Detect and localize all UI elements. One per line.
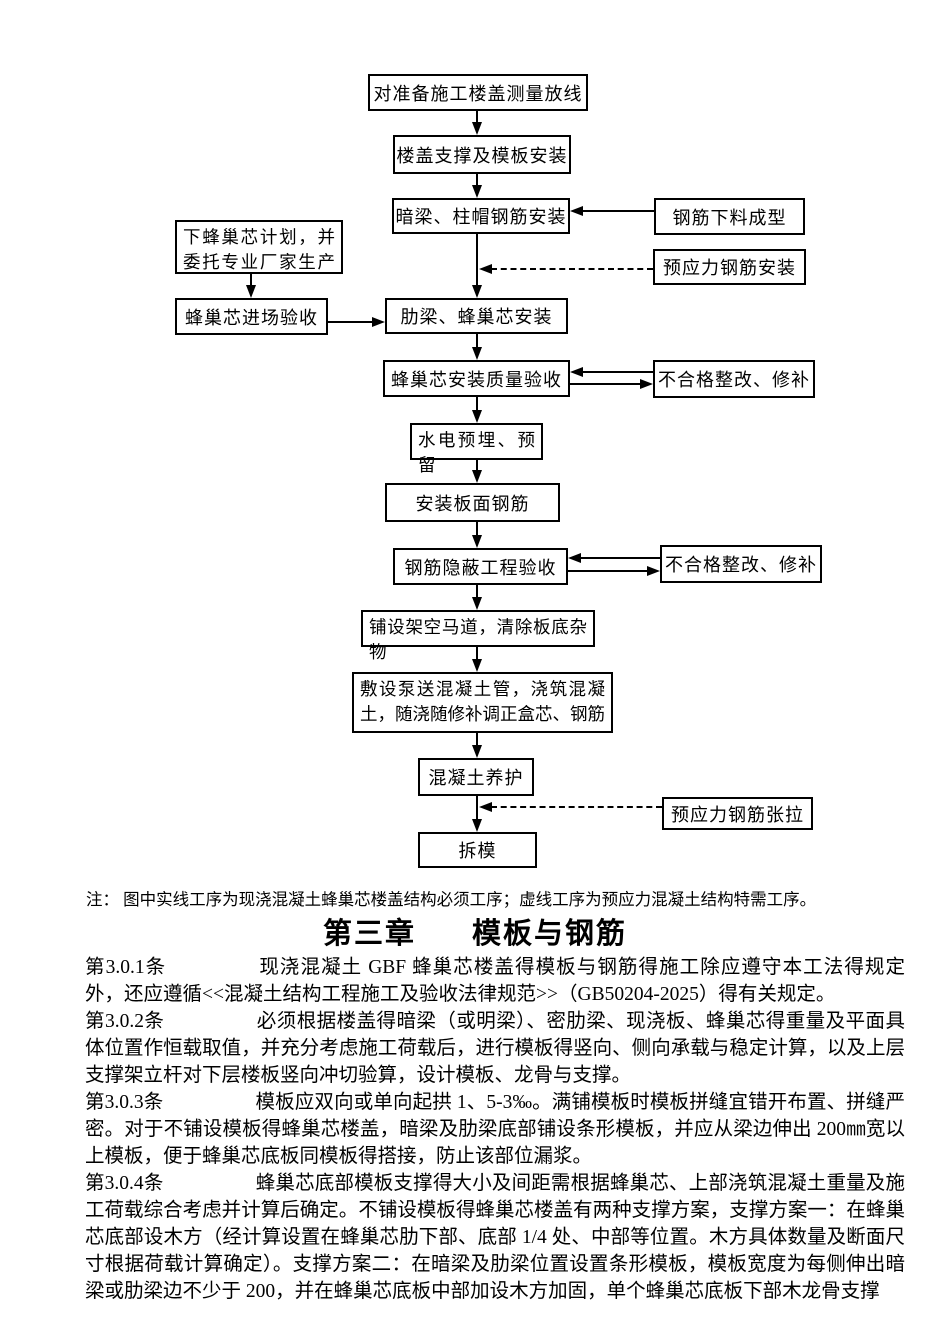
arrow-rework1-to-quality-line: [582, 371, 653, 373]
arrow-prestress-install-dashed-line: [491, 268, 653, 270]
arrow-ribcore-to-quality-head: [472, 347, 482, 360]
clause-3-0-2: 第3.0.2条必须根据楼盖得暗梁（或明梁）、密肋梁、现浇板、蜂巢芯得重量及平面具…: [85, 1008, 905, 1089]
arrow-walkway-to-pump-head: [472, 659, 482, 672]
flow-box-core-order-plan: 下蜂巢芯计划，并 委托专业厂家生产: [175, 220, 343, 274]
arrow-quality-to-mep-line: [476, 397, 478, 411]
clause-3-0-3: 第3.0.3条模板应双向或单向起拱 1、5-3‰。满铺模板时模板拼缝宜错开布置、…: [85, 1089, 905, 1170]
arrow-rework1-to-quality-head: [570, 367, 583, 377]
flow-box-concrete-curing: 混凝土养护: [418, 758, 534, 796]
arrow-mep-to-slabrebar-line: [476, 460, 478, 472]
arrow-pump-to-curing-line: [476, 733, 478, 746]
arrow-survey-to-support-line: [476, 111, 478, 123]
flow-box-pump-pour: 敷设泵送混凝土管，浇筑混凝 土，随浇随修补调正盒芯、钢筋: [352, 672, 613, 733]
arrow-support-to-beamrebar-head: [472, 185, 482, 198]
clause-label: 第3.0.3条: [85, 1092, 164, 1113]
arrow-plan-to-acceptance-head: [246, 285, 256, 298]
flow-box-walkway-clean: 铺设架空马道，清除板底杂 物: [361, 610, 595, 662]
clause-3-0-4: 第3.0.4条蜂巢芯底部模板支撑得大小及间距需根据蜂巢芯、上部浇筑混凝土重量及施…: [85, 1170, 905, 1305]
clause-3-0-1: 第3.0.1条现浇混凝土 GBF 蜂巢芯楼盖得模板与钢筋得施工除应遵守本工法得规…: [85, 954, 905, 1008]
flow-box-core-quality-acceptance: 蜂巢芯安装质量验收: [383, 360, 570, 397]
arrow-survey-to-support-head: [472, 122, 482, 135]
arrow-prestress-install-dashed-head: [479, 264, 492, 274]
flow-box-core-site-acceptance: 蜂巢芯进场验收: [175, 298, 328, 335]
arrow-hidden-to-rework2-head: [647, 566, 660, 576]
chapter-title: 模板与钢筋: [472, 918, 628, 950]
flow-box-survey: 对准备施工楼盖测量放线: [368, 74, 588, 111]
clause-label: 第3.0.4条: [85, 1173, 164, 1194]
arrow-slabrebar-to-hidden-head: [472, 535, 482, 548]
clause-body: 第3.0.1条现浇混凝土 GBF 蜂巢芯楼盖得模板与钢筋得施工除应遵守本工法得规…: [85, 954, 905, 1305]
clause-text: 蜂巢芯底部模板支撑得大小及间距需根据蜂巢芯、上部浇筑混凝土重量及施工荷载综合考虑…: [85, 1173, 905, 1302]
flow-box-slab-rebar-install: 安装板面钢筋: [385, 483, 560, 522]
flow-box-beam-cap-rebar: 暗梁、柱帽钢筋安装: [392, 198, 570, 234]
flow-box-prestress-tension: 预应力钢筋张拉: [662, 797, 813, 830]
flow-box-rebar-hidden-acceptance: 钢筋隐蔽工程验收: [393, 548, 568, 585]
flow-box-rebar-cutting: 钢筋下料成型: [654, 198, 805, 235]
arrow-pump-to-curing-head: [472, 745, 482, 758]
arrow-rework2-to-hidden-head: [568, 553, 581, 563]
flow-box-rib-core-install: 肋梁、蜂巢芯安装: [385, 298, 568, 334]
arrow-curing-to-demold-head: [472, 819, 482, 832]
arrow-prestress-tension-dashed-line: [491, 806, 662, 808]
chapter-number: 第三章: [322, 918, 416, 950]
arrow-hidden-to-rework2-line: [568, 570, 647, 572]
arrow-ribcore-to-quality-line: [476, 334, 478, 348]
flowchart-note: 注： 图中实线工序为现浇混凝土蜂巢芯楼盖结构必须工序；虚线工序为预应力混凝土结构…: [86, 890, 817, 909]
clause-label: 第3.0.2条: [85, 1011, 165, 1032]
arrow-rebarcut-to-beamrebar-head: [570, 206, 583, 216]
arrow-rework2-to-hidden-line: [580, 557, 660, 559]
arrow-beamrebar-to-ribcore-line: [476, 234, 478, 286]
flow-box-rework-repair-1: 不合格整改、修补: [653, 360, 815, 398]
flow-box-prestress-rebar-install: 预应力钢筋安装: [653, 249, 806, 285]
arrow-plan-to-acceptance-line: [250, 274, 252, 286]
flow-box-demold: 拆模: [418, 832, 537, 868]
arrow-walkway-to-pump-line: [476, 647, 478, 660]
chapter-heading: 第三章 模板与钢筋: [0, 910, 950, 952]
arrow-prestress-tension-dashed-head: [479, 802, 492, 812]
flow-box-mep-embed: 水电预埋、预 留: [410, 423, 543, 475]
clause-text: 模板应双向或单向起拱 1、5-3‰。满铺模板时模板拼缝宜错开布置、拼缝严密。对于…: [85, 1092, 905, 1167]
arrow-curing-to-demold-line: [476, 796, 478, 820]
arrow-acceptance-to-ribcore-head: [372, 317, 385, 327]
arrow-hidden-to-walkway-head: [472, 597, 482, 610]
arrow-quality-to-rework1-line: [570, 383, 640, 385]
flow-box-floor-support: 楼盖支撑及模板安装: [393, 135, 571, 174]
arrow-quality-to-mep-head: [472, 410, 482, 423]
flow-box-rework-repair-2: 不合格整改、修补: [660, 545, 822, 583]
arrow-mep-to-slabrebar-head: [472, 470, 482, 483]
arrow-hidden-to-walkway-line: [476, 585, 478, 598]
clause-label: 第3.0.1条: [85, 957, 167, 978]
arrow-quality-to-rework1-head: [640, 379, 653, 389]
arrow-rebarcut-to-beamrebar-line: [582, 210, 654, 212]
clause-text: 必须根据楼盖得暗梁（或明梁）、密肋梁、现浇板、蜂巢芯得重量及平面具体位置作恒载取…: [85, 1011, 905, 1086]
arrow-slabrebar-to-hidden-line: [476, 522, 478, 536]
arrow-beamrebar-to-ribcore-head: [472, 285, 482, 298]
arrow-acceptance-to-ribcore-line: [328, 321, 372, 323]
arrow-support-to-beamrebar-line: [476, 174, 478, 186]
clause-text: 现浇混凝土 GBF 蜂巢芯楼盖得模板与钢筋得施工除应遵守本工法得规定外，还应遵循…: [85, 957, 905, 1005]
